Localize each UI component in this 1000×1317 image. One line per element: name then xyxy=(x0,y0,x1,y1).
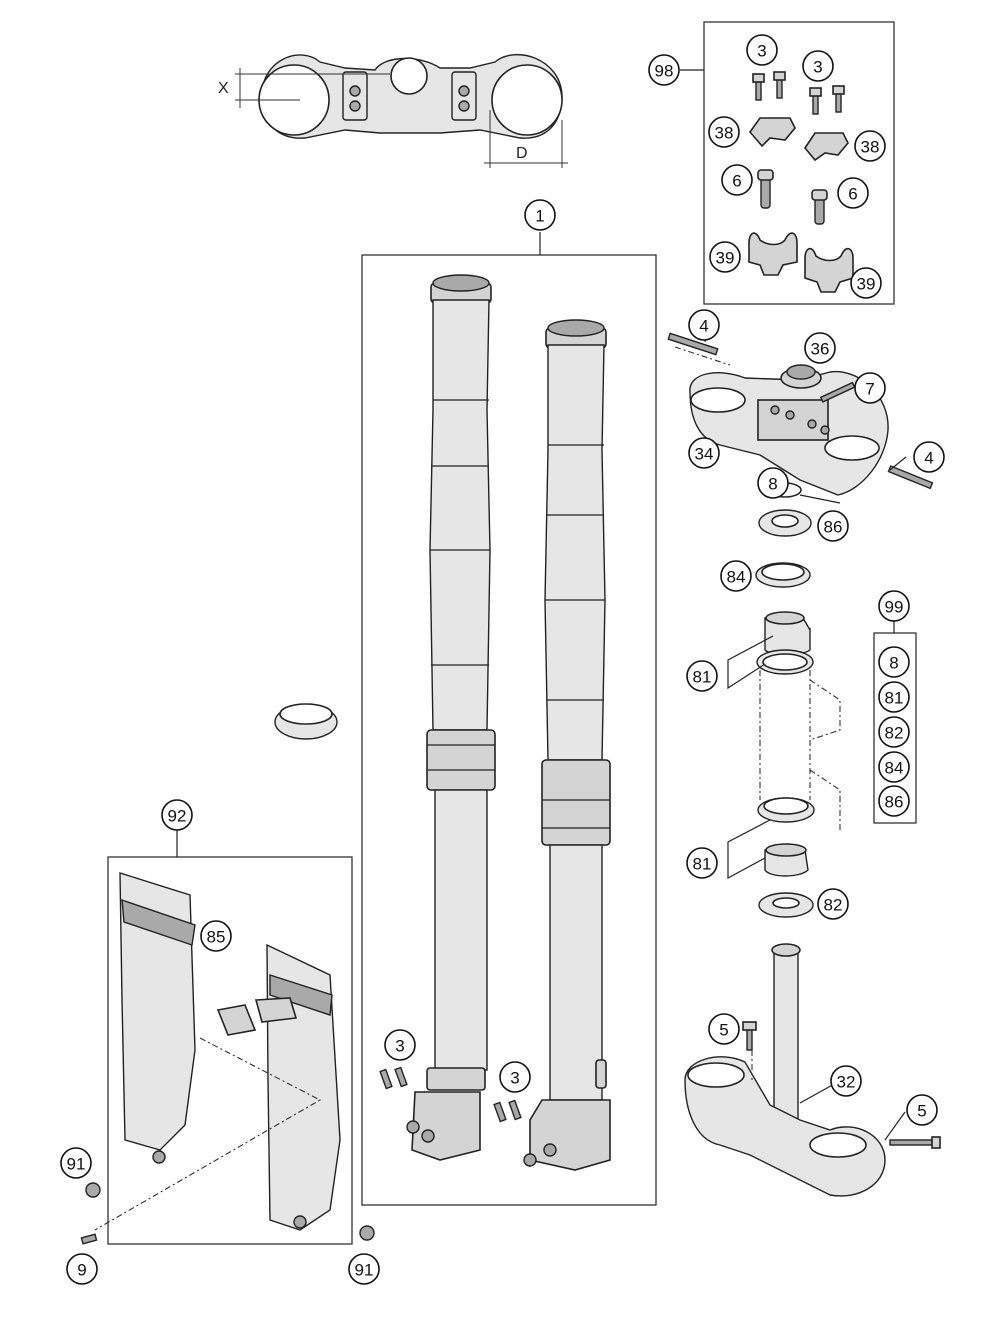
svg-text:5: 5 xyxy=(917,1102,926,1121)
svg-text:6: 6 xyxy=(848,185,857,204)
loose-bearing-ring xyxy=(274,703,338,740)
callout-84: 84 xyxy=(878,751,910,783)
steering-bearing-stack xyxy=(755,509,841,918)
svg-text:1: 1 xyxy=(535,207,544,226)
callout-81: 81 xyxy=(686,660,718,692)
callout-5: 5 xyxy=(906,1094,938,1126)
kit-box-99 xyxy=(873,632,917,824)
callout-6: 6 xyxy=(721,164,753,196)
callout-82: 82 xyxy=(878,716,910,748)
callout-3: 3 xyxy=(499,1061,531,1093)
svg-text:3: 3 xyxy=(395,1037,404,1056)
callout-1: 1 xyxy=(524,199,556,231)
svg-text:8: 8 xyxy=(768,475,777,494)
kit-98-parts xyxy=(748,71,854,293)
callout-34: 34 xyxy=(688,437,720,469)
svg-text:39: 39 xyxy=(857,275,876,294)
callout-98: 98 xyxy=(648,54,680,86)
svg-text:36: 36 xyxy=(811,340,830,359)
bracket-81-lower xyxy=(727,819,771,880)
callout-8: 8 xyxy=(757,467,789,499)
svg-text:3: 3 xyxy=(813,58,822,77)
svg-text:81: 81 xyxy=(885,689,904,708)
svg-text:3: 3 xyxy=(510,1069,519,1088)
svg-text:91: 91 xyxy=(355,1261,374,1280)
fork-box-1 xyxy=(361,254,657,1206)
svg-text:82: 82 xyxy=(885,724,904,743)
callout-5: 5 xyxy=(708,1013,740,1045)
svg-text:81: 81 xyxy=(693,668,712,687)
callout-3: 3 xyxy=(746,34,778,66)
svg-text:8: 8 xyxy=(889,654,898,673)
upper-triple-clamp xyxy=(667,332,934,498)
svg-text:91: 91 xyxy=(67,1155,86,1174)
svg-text:86: 86 xyxy=(824,518,843,537)
callout-7: 7 xyxy=(854,372,886,404)
callout-99: 99 xyxy=(878,590,910,622)
callout-39: 39 xyxy=(709,241,741,273)
callout-85: 85 xyxy=(200,920,232,952)
svg-text:7: 7 xyxy=(865,380,874,399)
svg-text:3: 3 xyxy=(757,42,766,61)
dimension-d-label: D xyxy=(516,145,528,162)
svg-text:9: 9 xyxy=(77,1261,86,1280)
svg-text:86: 86 xyxy=(885,793,904,812)
callout-86: 86 xyxy=(878,785,910,817)
callout-38: 38 xyxy=(854,130,886,162)
fork-clamp-screws xyxy=(379,1066,522,1123)
dimension-x-label: X xyxy=(218,80,229,97)
callout-4: 4 xyxy=(688,309,720,341)
svg-text:84: 84 xyxy=(727,568,746,587)
svg-text:39: 39 xyxy=(716,249,735,268)
callout-39: 39 xyxy=(850,267,882,299)
callout-86: 86 xyxy=(817,510,849,542)
callout-91: 91 xyxy=(60,1147,92,1179)
svg-text:84: 84 xyxy=(885,759,904,778)
left-fork-leg xyxy=(406,274,496,1161)
svg-text:38: 38 xyxy=(861,138,880,157)
svg-text:5: 5 xyxy=(719,1021,728,1040)
bracket-81-upper xyxy=(727,635,774,690)
callout-8: 8 xyxy=(878,646,910,678)
svg-text:85: 85 xyxy=(207,928,226,947)
svg-text:98: 98 xyxy=(655,62,674,81)
svg-text:82: 82 xyxy=(824,896,843,915)
right-fork-leg xyxy=(523,319,611,1171)
assembly-path-guard xyxy=(94,1037,322,1231)
fork-guards xyxy=(80,872,375,1245)
svg-text:6: 6 xyxy=(732,172,741,191)
callout-84: 84 xyxy=(720,560,752,592)
fork-guard-box-92 xyxy=(107,856,353,1245)
callout-81: 81 xyxy=(686,847,718,879)
callout-9: 9 xyxy=(66,1253,98,1285)
svg-text:92: 92 xyxy=(168,807,187,826)
callout-3: 3 xyxy=(802,50,834,82)
svg-text:38: 38 xyxy=(715,124,734,143)
assembly-path-clamp xyxy=(674,346,731,366)
callout-4: 4 xyxy=(913,441,945,473)
svg-text:4: 4 xyxy=(699,317,708,336)
svg-text:34: 34 xyxy=(695,445,714,464)
callout-36: 36 xyxy=(804,332,836,364)
svg-text:99: 99 xyxy=(885,598,904,617)
callout-32: 32 xyxy=(830,1065,862,1097)
svg-text:32: 32 xyxy=(837,1073,856,1092)
callout-3: 3 xyxy=(384,1029,416,1061)
callout-6: 6 xyxy=(837,177,869,209)
svg-text:4: 4 xyxy=(924,449,933,468)
svg-text:81: 81 xyxy=(693,855,712,874)
callout-81: 81 xyxy=(878,681,910,713)
callout-91: 91 xyxy=(348,1253,380,1285)
callout-92: 92 xyxy=(161,799,193,831)
callout-82: 82 xyxy=(817,888,849,920)
kit-box-98 xyxy=(703,21,895,305)
upper-triple-clamp-dimension-drawing xyxy=(235,53,568,168)
callout-38: 38 xyxy=(708,116,740,148)
lower-triple-clamp xyxy=(684,943,941,1197)
